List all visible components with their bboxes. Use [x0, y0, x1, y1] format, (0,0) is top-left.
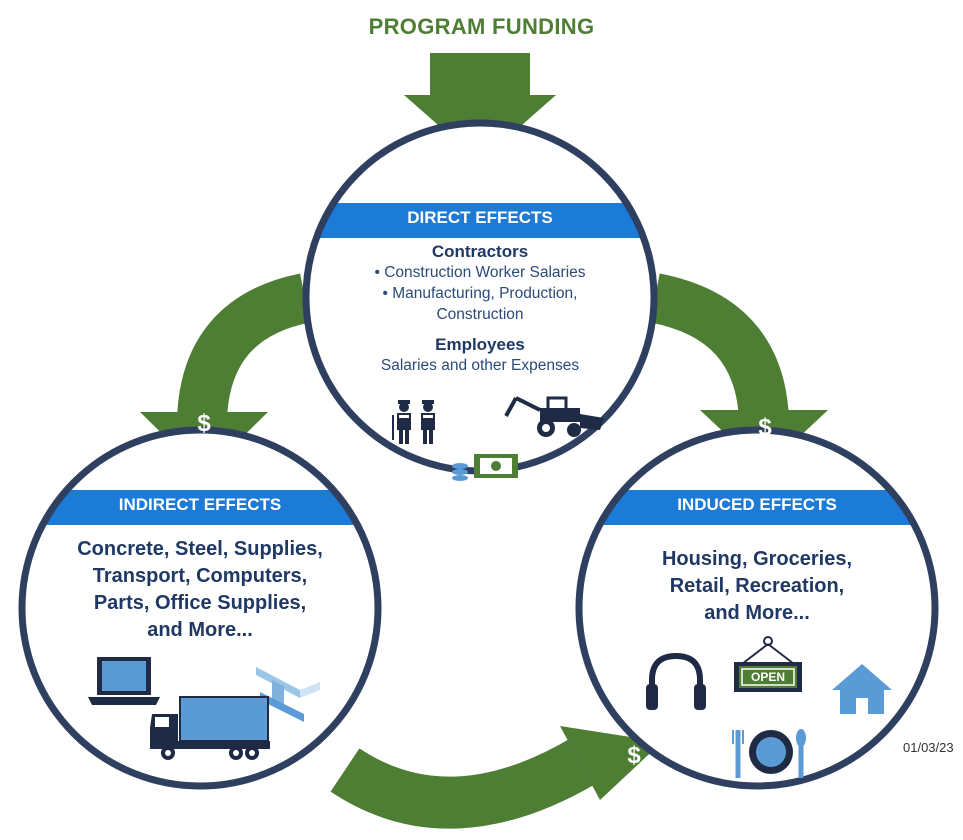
open-sign-text: OPEN: [750, 670, 785, 684]
funding-arrow: [404, 53, 556, 162]
direct-effects-content: Contractors • Construction Worker Salari…: [320, 242, 640, 376]
indirect-line-1: Concrete, Steel, Supplies,: [77, 538, 323, 560]
indirect-effects-header: INDIRECT EFFECTS: [118, 495, 282, 514]
date-label: 01/03/23: [903, 740, 954, 755]
contractors-item-1: • Construction Worker Salaries: [374, 264, 586, 281]
arrow-indirect-to-induced: [330, 737, 599, 829]
construction-workers-icon: [392, 400, 435, 444]
backhoe-icon: [504, 396, 604, 437]
arrow-direct-to-induced: [649, 273, 789, 422]
steel-beam-icon: [256, 667, 320, 722]
dollar-sign-bottom: $: [627, 742, 641, 769]
indirect-line-4: and More...: [147, 619, 253, 641]
dollar-sign-indirect: $: [197, 410, 211, 437]
indirect-line-3: Parts, Office Supplies,: [93, 592, 307, 614]
program-funding-title: PROGRAM FUNDING: [368, 14, 595, 39]
indirect-line-2: Transport, Computers,: [92, 565, 308, 587]
induced-line-2: Retail, Recreation,: [669, 575, 845, 597]
direct-effects-header: DIRECT EFFECTS: [407, 208, 553, 227]
induced-effects-content: Housing, Groceries, Retail, Recreation, …: [597, 546, 917, 627]
dollar-sign-induced: $: [758, 414, 772, 441]
induced-line-1: Housing, Groceries,: [661, 548, 853, 570]
contractors-heading: Contractors: [431, 242, 529, 261]
open-sign-icon: [734, 636, 802, 692]
laptop-icon: [88, 657, 160, 705]
truck-icon: [150, 696, 270, 760]
employees-text: Salaries and other Expenses: [380, 357, 580, 374]
house-icon: [832, 664, 892, 714]
employees-heading: Employees: [435, 335, 525, 354]
arrow-direct-to-indirect: [177, 273, 311, 422]
plate-icon: [732, 729, 806, 778]
arrow-head-bottom: [560, 726, 662, 800]
contractors-item-3: Construction: [436, 306, 524, 323]
contractors-item-2: • Manufacturing, Production,: [382, 285, 578, 302]
headphones-icon: [646, 652, 706, 710]
money-icon: [452, 454, 518, 481]
indirect-effects-content: Concrete, Steel, Supplies, Transport, Co…: [40, 536, 360, 644]
induced-line-3: and More...: [704, 602, 810, 624]
induced-effects-header: INDUCED EFFECTS: [677, 495, 837, 514]
